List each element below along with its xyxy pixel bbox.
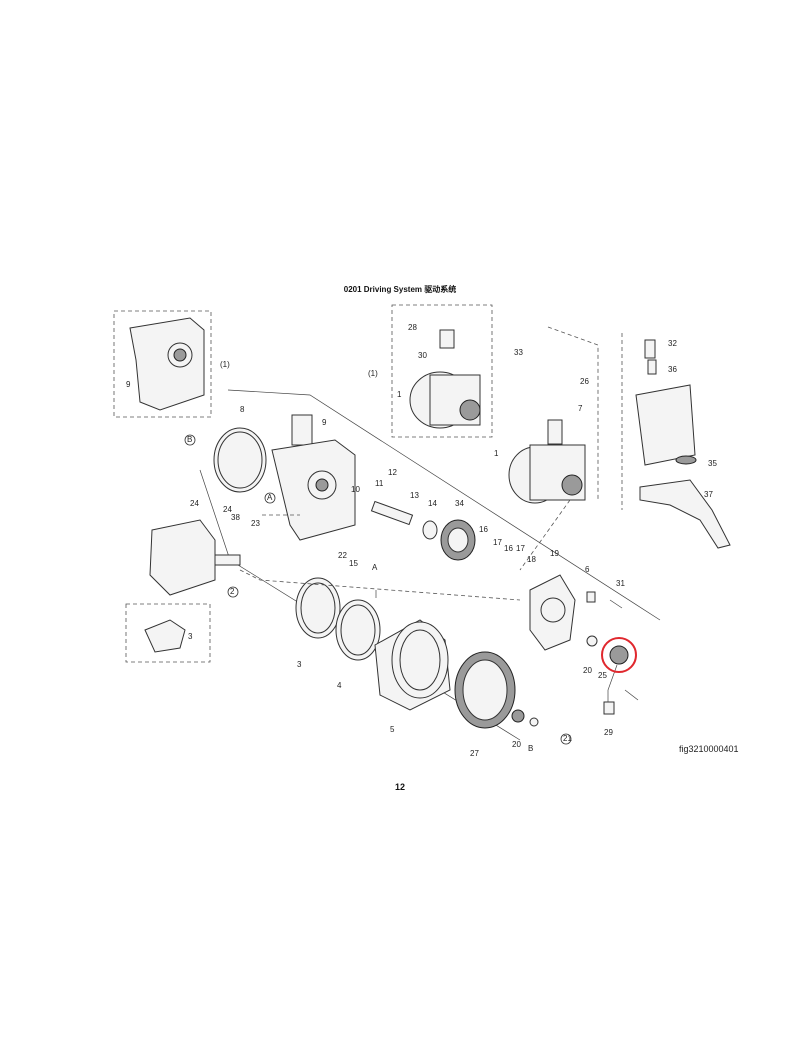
wheel-drum-4 <box>374 619 451 711</box>
cover-plate-18 <box>529 574 576 651</box>
callout: 8 <box>240 405 245 414</box>
callout: 36 <box>668 365 677 374</box>
reference-marker-a2 <box>227 586 239 598</box>
callout: 26 <box>580 377 589 386</box>
detail-box-right <box>547 326 599 500</box>
nut-27 <box>511 709 525 723</box>
callout: 37 <box>704 490 713 499</box>
callout: (1) <box>220 360 230 369</box>
steering-assembly-illustration <box>635 339 731 549</box>
callout: 17 <box>493 538 502 547</box>
clip-19 <box>586 591 596 603</box>
detail-box-housing <box>113 310 212 418</box>
callout: 34 <box>455 499 464 508</box>
callout: 16 <box>504 544 513 553</box>
detail-box-drive-unit <box>391 304 493 438</box>
callout: 22 <box>338 551 347 560</box>
brush-holder-2 <box>144 619 186 653</box>
callout: 27 <box>470 749 479 758</box>
callout: 1 <box>397 390 402 399</box>
callout: 29 <box>604 728 613 737</box>
callout: 4 <box>337 681 342 690</box>
drive-unit-illustration-small <box>409 329 481 429</box>
callout: 3 <box>297 660 302 669</box>
callout: B <box>187 435 192 444</box>
pin-29 <box>624 689 639 701</box>
callout: 19 <box>550 549 559 558</box>
motor-34 <box>149 519 241 596</box>
washer-13 <box>422 520 438 540</box>
assembly-axis-line <box>227 389 661 621</box>
callout: 9 <box>322 418 327 427</box>
callout: 9 <box>126 380 131 389</box>
callout: 11 <box>375 479 384 488</box>
callout: 17 <box>516 544 525 553</box>
washer-20a <box>529 717 539 727</box>
reference-marker-b2 <box>560 733 572 745</box>
pin-6 <box>609 599 623 609</box>
washer-21 <box>586 635 598 647</box>
highlighted-part-20[interactable] <box>601 637 637 673</box>
callout: 31 <box>616 579 625 588</box>
callout: 1 <box>494 449 499 458</box>
callout: (1) <box>368 369 378 378</box>
callout: 2 <box>230 587 235 596</box>
callout: 12 <box>388 468 397 477</box>
callout: 10 <box>351 485 360 494</box>
callout: 24 <box>223 505 232 514</box>
shaft-11 <box>370 500 414 526</box>
callout: 5 <box>390 725 395 734</box>
reference-marker-a <box>264 492 276 504</box>
callout: 20 <box>512 740 521 749</box>
callout: 15 <box>349 559 358 568</box>
callout: 30 <box>418 351 427 360</box>
callout: 23 <box>251 519 260 528</box>
page-number: 12 <box>394 782 405 792</box>
reference-marker-b <box>184 434 196 446</box>
callout: 20 <box>583 666 592 675</box>
figure-code: fig3210000401 <box>679 744 739 754</box>
callout: 14 <box>428 499 437 508</box>
callout: A <box>267 493 273 502</box>
housing-part-illustration <box>129 317 205 411</box>
detail-box-brush <box>125 603 211 663</box>
callout: 16 <box>479 525 488 534</box>
callout: 13 <box>410 491 419 500</box>
callout: 3 <box>188 632 193 641</box>
callout: 21 <box>563 734 572 743</box>
callout: B <box>528 744 533 753</box>
callout-labels: (1) 9 28 30 (1) 1 33 26 7 1 32 36 35 37 … <box>126 323 717 758</box>
callout: A <box>372 563 378 572</box>
callout: 6 <box>585 565 590 574</box>
callout: 32 <box>668 339 677 348</box>
page-title: 0201 Driving System 驱动系统 <box>343 285 457 294</box>
gear-housing-9 <box>271 414 356 541</box>
callout: 38 <box>231 513 240 522</box>
highlight-circle <box>601 637 637 673</box>
callout: 24 <box>190 499 199 508</box>
callout: 25 <box>598 671 607 680</box>
drive-unit-illustration <box>508 419 586 504</box>
callout: 35 <box>708 459 717 468</box>
sensor-25 <box>603 701 615 715</box>
callout: 7 <box>578 404 583 413</box>
callout: 33 <box>514 348 523 357</box>
callout: 18 <box>527 555 536 564</box>
callout: 28 <box>408 323 417 332</box>
